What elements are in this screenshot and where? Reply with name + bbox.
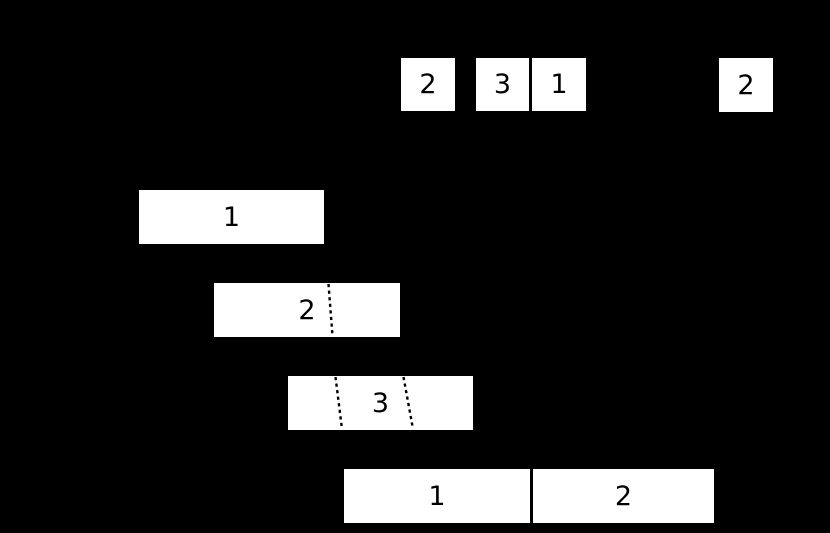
- arrival-box-label: 3: [493, 69, 512, 100]
- process-bar-label: 2: [298, 294, 316, 326]
- arrival-box-label: 2: [737, 69, 755, 101]
- process-bar-label: 1: [222, 201, 241, 233]
- process-bar-label: 3: [371, 387, 390, 419]
- process-bar-0: 1: [139, 190, 324, 244]
- process-bar-4: 2: [533, 469, 714, 523]
- process-bar-2: 3: [288, 376, 473, 430]
- arrival-box-1: 3: [476, 58, 529, 111]
- arrival-box-2: 1: [532, 58, 586, 111]
- arrival-box-label: 1: [550, 69, 568, 100]
- process-bar-label: 2: [614, 480, 633, 512]
- arrival-box-3: 2: [719, 58, 773, 112]
- arrival-box-label: 2: [419, 69, 437, 100]
- process-bar-label: 1: [428, 480, 446, 512]
- arrival-box-0: 2: [401, 58, 455, 111]
- process-bar-1: 2: [214, 283, 400, 337]
- process-bar-3: 1: [344, 469, 530, 523]
